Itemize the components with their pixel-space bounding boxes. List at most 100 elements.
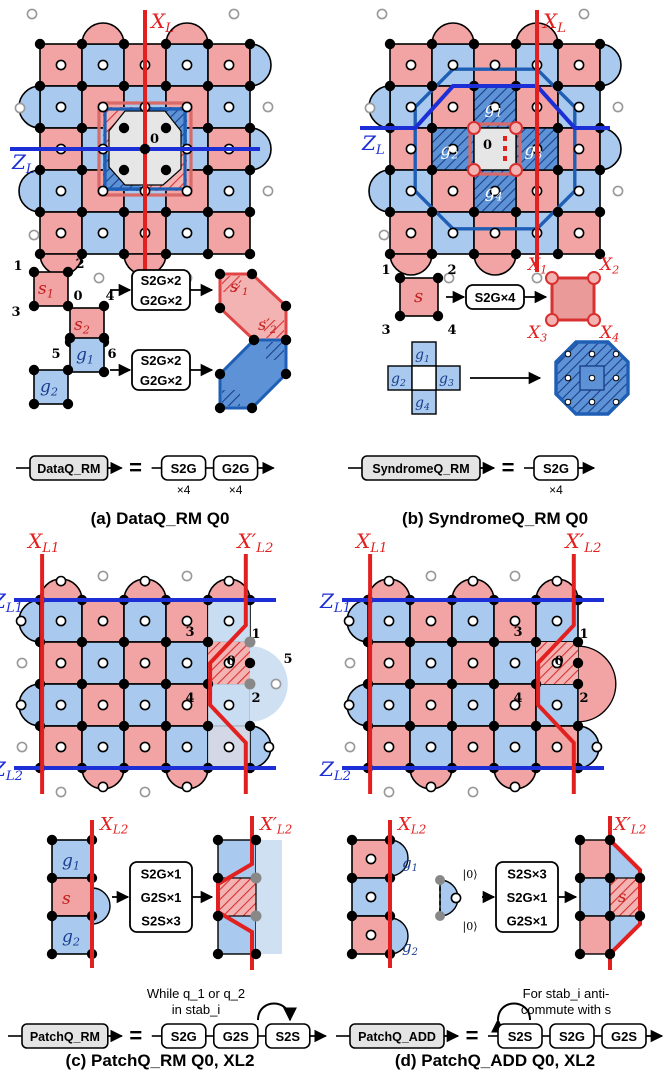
data-qubit [202,206,214,218]
s1-stabilizer [33,271,69,307]
data-qubit [510,206,522,218]
data-qubit [432,310,444,322]
data-qubit [160,206,172,218]
boundary-stabilizer [81,22,125,45]
ancilla-qubit [139,741,151,753]
removed-qubit [250,910,262,922]
outside-qubit [578,8,590,20]
stabilizer-tile [579,839,611,879]
data-qubit [594,206,606,218]
gate-label: S2G [171,1029,197,1044]
qubit-number: 4 [185,691,194,706]
data-qubit [346,834,358,846]
ancilla-qubit [405,185,417,197]
data-qubit [118,720,130,732]
ancilla-qubit [97,227,109,239]
ancilla-qubit [467,741,479,753]
data-qubit [426,206,438,218]
target-qubit [572,657,584,669]
operation-label: G2S×1 [507,913,548,928]
outside-qubit [262,185,274,197]
single-x-label: X2 [598,255,619,276]
ancilla-qubit [405,59,417,71]
ancilla-qubit [223,227,235,239]
inset-xp-label: X′L2 [258,814,292,837]
data-qubit [594,164,606,176]
operation-label: G2G×2 [140,373,182,388]
ancilla-qubit [447,185,459,197]
gauge-qubit [612,398,620,406]
qubit-number: 6 [107,347,116,362]
logical-x2-line [536,554,576,794]
data-qubit [160,248,172,260]
logical-x2-label: X′L2 [563,529,601,556]
ancilla-qubit [263,741,275,753]
operation-label: S2G×2 [141,273,182,288]
operation-label: S2G×4 [475,290,517,305]
ancilla-qubit [467,699,479,711]
data-qubit [244,38,256,50]
measured-qubit [545,313,559,327]
extended-boundary [250,646,288,722]
data-qubit [552,38,564,50]
data-qubit [574,834,586,846]
data-qubit [76,720,88,732]
ancilla-qubit [223,657,235,669]
stabilizer-tile [579,877,611,917]
data-qubit [214,368,226,380]
data-qubit [426,80,438,92]
logical-x-label: XL [541,9,566,36]
data-qubit [160,164,172,176]
inset-x-label: XL2 [98,814,128,837]
ancilla-qubit [383,741,395,753]
data-qubit [488,636,500,648]
data-qubit [426,38,438,50]
s-label: s [618,887,626,906]
ancilla-qubit [447,59,459,71]
ancilla-qubit [447,143,459,155]
outside-qubit [467,786,479,798]
data-qubit [214,268,226,280]
ancilla-qubit [383,575,395,587]
panel-caption: (a) DataQ_RM Q0 [91,509,230,528]
qubit-index-zero: 0 [150,132,159,147]
data-qubit [552,206,564,218]
data-qubit [98,332,110,344]
gauge-qubit [588,350,596,358]
outside-qubit [378,229,390,241]
ancilla-qubit [591,741,603,753]
data-qubit [202,720,214,732]
gauge-qubit [588,398,596,406]
ancilla-qubit [489,185,501,197]
gate-label: S2G [543,461,569,476]
x-stabilizer-outline [468,122,522,176]
s-stabilizer [399,277,439,317]
data-qubit [98,300,110,312]
ancilla-qubit [365,891,377,903]
ancilla-qubit [489,101,501,113]
outside-qubit [262,101,274,113]
data-qubit [446,720,458,732]
repeat-count: ×4 [229,483,243,497]
qubit-number: 1 [381,263,390,278]
data-qubit [118,164,130,176]
data-qubit [160,720,172,732]
qubit-number: 3 [513,625,522,640]
outside-qubit [383,786,395,798]
ancilla-qubit [97,615,109,627]
ancilla-qubit [181,741,193,753]
data-qubit [202,80,214,92]
gauge-qubit [564,350,572,358]
ancilla-qubit [425,615,437,627]
g2-stabilizer [33,369,69,405]
outside-qubit [612,101,624,113]
ancilla-qubit [97,741,109,753]
qubit-number: 4 [105,289,114,304]
panel-caption: (c) PatchQ_RM Q0, XL2 [66,1051,255,1070]
data-qubit [76,38,88,50]
ancilla-qubit [181,227,193,239]
qubit-number: 5 [51,347,60,362]
data-qubit [160,38,172,50]
data-qubit [246,268,258,280]
ancilla-qubit [509,699,521,711]
